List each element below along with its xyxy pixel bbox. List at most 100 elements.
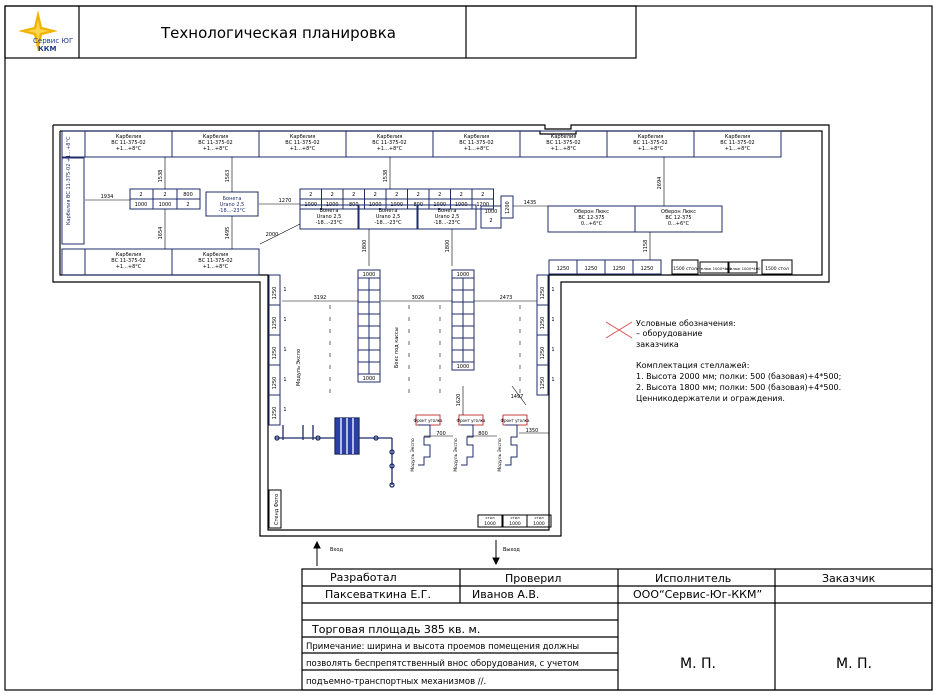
title-block xyxy=(301,568,933,691)
developed-label: Разработал xyxy=(330,571,397,584)
island2-r3 xyxy=(462,313,475,327)
shelf-left-label-2: 1250 xyxy=(272,347,278,360)
customer-label: Заказчик xyxy=(822,572,876,585)
modul-left-label: Модуль Экспо xyxy=(296,349,302,386)
freezer-top-1-model: ВС 11-375-02 xyxy=(198,140,232,146)
legend-line1: – оборудование xyxy=(636,329,703,338)
island2-l4 xyxy=(451,325,464,339)
oberon-1-model: ВС 12-375 xyxy=(665,215,691,221)
shelf-br-label-1: 1250 xyxy=(585,266,598,272)
freezer-top-5-name: Карбелия xyxy=(551,134,576,140)
dim-label-18: 700 xyxy=(436,431,446,437)
dim-label-14: 2473 xyxy=(500,295,513,301)
bonet-single-model: Urano 2,5 xyxy=(220,202,245,208)
svg-text:1000: 1000 xyxy=(135,202,148,208)
island2-l0 xyxy=(451,277,464,291)
oberon-0-model: ВС 12-375 xyxy=(578,215,604,221)
note-line-3: подъемно-транспортных механизмов //. xyxy=(306,677,486,687)
bonet-0-name: Бонета xyxy=(320,208,339,214)
module-label-2: Модуль Экспо xyxy=(497,438,503,472)
outer-frame xyxy=(4,5,933,691)
bottom-box-label-2: 1000 xyxy=(533,521,545,527)
entrance-arrows xyxy=(313,540,500,566)
kompl-2: 2. Высота 1800 мм; полки: 500 (базовая)+… xyxy=(636,383,841,392)
island2-r6 xyxy=(462,349,475,363)
freezer-top-7-name: Карбелия xyxy=(725,134,750,140)
stamp-1: М. П. xyxy=(680,656,716,672)
shelf-top-label-a-3: 2 xyxy=(374,192,377,198)
island1-r3 xyxy=(368,313,381,327)
note-line-2: позволять беспрепятственный внос оборудо… xyxy=(306,659,579,669)
shelf-right-num-2: 1 xyxy=(551,347,554,353)
freezer-top-0-temp: +1...+8°С xyxy=(116,146,142,152)
island2-l2 xyxy=(451,301,464,315)
bonet-single-temp: -18...-23°С xyxy=(218,208,246,214)
dim-label-12: 3192 xyxy=(314,295,327,301)
bonet-1-model: Urano 2,5 xyxy=(376,214,401,220)
stelazh-label-0: стелаж 1000*400 xyxy=(697,266,732,271)
freezer-top-6-name: Карбелия xyxy=(638,134,663,140)
island2-l3 xyxy=(451,313,464,327)
freezer-top-0-model: ВС 11-375-02 xyxy=(111,140,145,146)
logo-text-1: Сервис ЮГ xyxy=(33,37,73,45)
island1-l4 xyxy=(357,325,370,339)
bonet-single-name: Бонета xyxy=(223,196,242,202)
entrance-in: Вход xyxy=(330,547,343,553)
dim-label-9: 2000 xyxy=(266,232,279,238)
bonet-1 xyxy=(358,204,418,230)
svg-text:2: 2 xyxy=(489,218,492,224)
shelf-top-label-a-6: 2 xyxy=(438,192,441,198)
logo-star-icon xyxy=(18,10,58,52)
island2-r1 xyxy=(462,289,475,303)
bonet-0 xyxy=(299,204,359,230)
island1-top-label: 1000 xyxy=(363,272,376,278)
checkout-zone xyxy=(274,417,395,488)
legend-title: Условные обозначения: xyxy=(636,319,736,328)
freezer-top-5-temp: +1...+8°С xyxy=(551,146,577,152)
executor-name: ООО“Сервис-Юг-ККМ” xyxy=(633,588,762,601)
shelf-right-label-2: 1250 xyxy=(540,347,546,360)
bonet-1-temp: -18...-23°С xyxy=(374,220,402,226)
shelf-right-num-0: 1 xyxy=(551,287,554,293)
freezer-top-7-temp: +1...+8°С xyxy=(725,146,751,152)
oberon-0-name: Оберон Люкс xyxy=(574,209,609,215)
legend-x-icon xyxy=(605,321,633,339)
dim-label-16: 1620 xyxy=(456,394,462,407)
module-2 xyxy=(505,424,518,466)
bottom-box-2 xyxy=(526,514,552,528)
stelazh-0 xyxy=(699,261,729,274)
bonet-1-name: Бонета xyxy=(379,208,398,214)
dim-label-8: 1495 xyxy=(225,227,231,240)
freezer-top-0-name: Карбелия xyxy=(116,134,141,140)
shelf-top-label-a-7: 2 xyxy=(460,192,463,198)
island1-l0 xyxy=(357,277,370,291)
freezer-bottom-1-name: Карбелия xyxy=(203,252,228,258)
freezer-top-3-model: ВС 11-375-02 xyxy=(372,140,406,146)
shelf-right-3 xyxy=(536,364,549,396)
shelf-left-num-1: 1 xyxy=(283,317,286,323)
freezer-top-3-name: Карбелия xyxy=(377,134,402,140)
dim-label-5: 2694 xyxy=(657,177,663,190)
svg-text:2: 2 xyxy=(186,202,189,208)
island1-r6 xyxy=(368,349,381,363)
bottom-box-0 xyxy=(477,514,503,528)
dim-line-9 xyxy=(259,223,301,245)
dim-label-15: 1158 xyxy=(643,240,649,253)
freezer-bottom-0-model: ВС 11-375-02 xyxy=(111,258,145,264)
bonet-2-model: Urano 2,5 xyxy=(435,214,460,220)
svg-text:800: 800 xyxy=(183,192,193,198)
island1-l1 xyxy=(357,289,370,303)
freezer-top-3-temp: +1...+8°С xyxy=(377,146,403,152)
island2-r0 xyxy=(462,277,475,291)
freezer-left xyxy=(61,157,85,245)
island2-l1 xyxy=(451,289,464,303)
island2-l5 xyxy=(451,337,464,351)
mid-label: Бокс под кассы xyxy=(394,327,400,368)
module-tag-label-2: Фронт уголка xyxy=(501,418,531,423)
stol-1-label: 1500 стол xyxy=(673,266,697,272)
shelf-right-label-0: 1250 xyxy=(540,287,546,300)
island1-r0 xyxy=(368,277,381,291)
svg-text:1000: 1000 xyxy=(159,202,172,208)
